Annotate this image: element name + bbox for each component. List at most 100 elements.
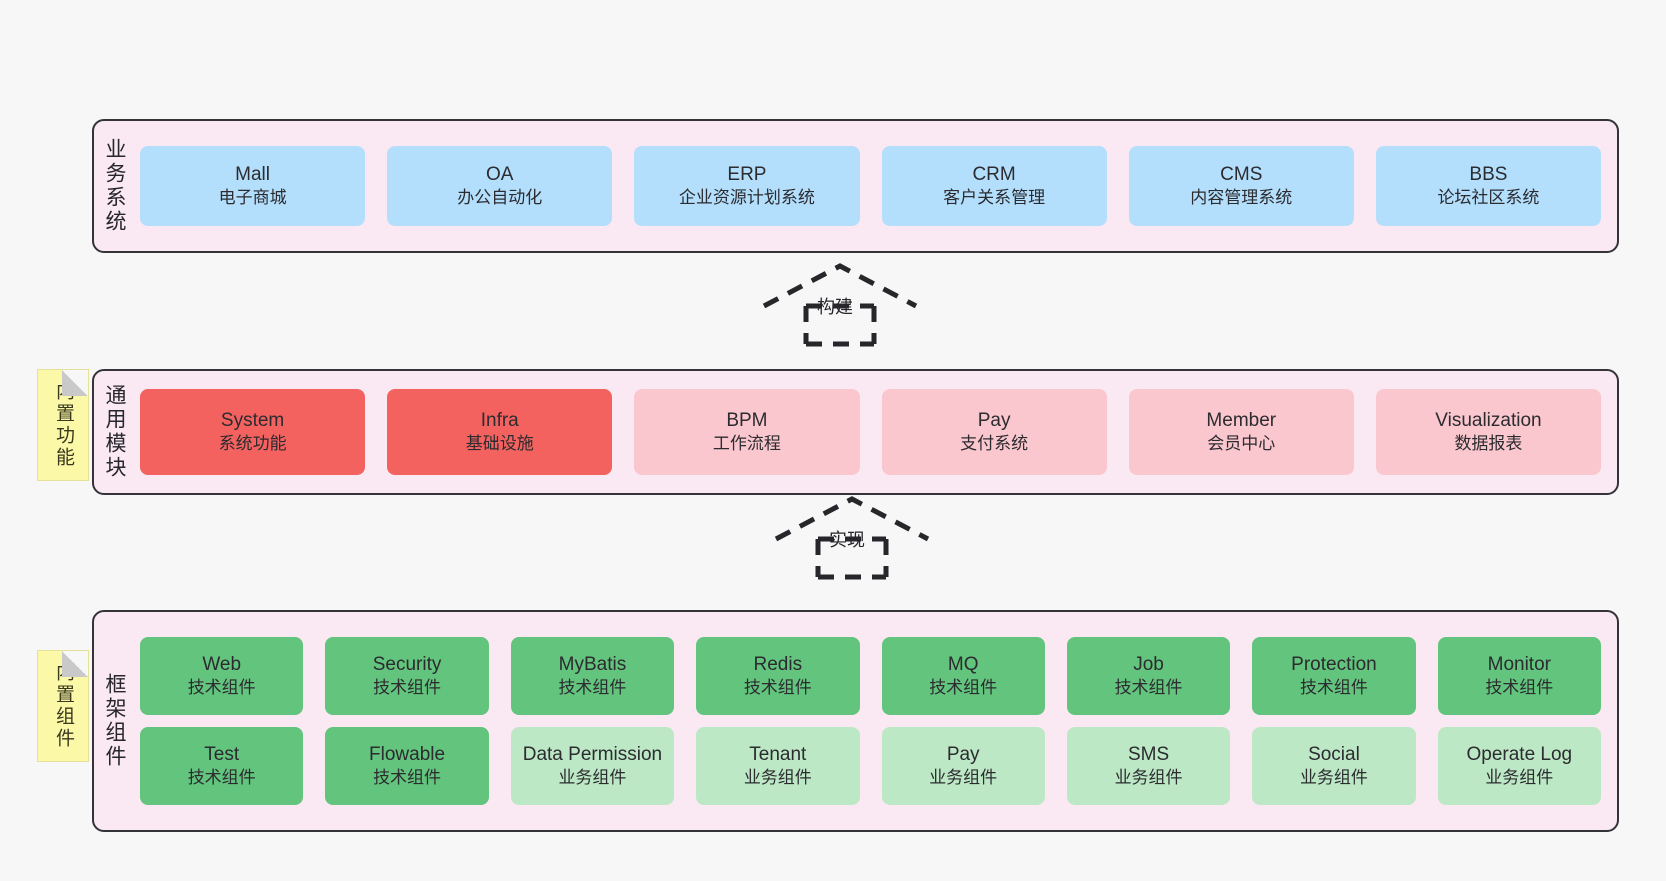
framework-component-card-desc: 技术组件 [743,678,812,698]
business-system-card[interactable]: Mall 电子商城 [140,146,366,226]
common-module-card-desc: 基础设施 [465,434,534,454]
framework-component-card-desc: 技术组件 [187,678,256,698]
framework-component-card-name: Flowable [369,743,446,765]
business-system-card-name: CRM [972,163,1016,185]
framework-component-card-name: Data Permission [522,743,663,765]
framework-component-card-desc: 技术组件 [1299,678,1368,698]
business-system-card-desc: 企业资源计划系统 [678,188,815,208]
framework-component-card-name: Job [1133,653,1164,675]
framework-component-card-name: Test [204,743,240,765]
business-system-card-name: ERP [727,163,767,185]
business-system-card-name: BBS [1469,163,1508,185]
common-module-card-name: Member [1206,409,1277,431]
business-system-card-desc: 电子商城 [218,188,287,208]
business-system-card-desc: 办公自动化 [457,188,543,208]
framework-component-card-desc: 技术组件 [929,678,998,698]
framework-component-card-name: Monitor [1487,653,1551,675]
common-module-card-name: Visualization [1435,409,1542,431]
business-system-card[interactable]: BBS 论坛社区系统 [1375,146,1602,226]
framework-component-card-name: MQ [947,653,979,675]
business-system-card[interactable]: ERP 企业资源计划系统 [634,146,860,226]
common-module-card-desc: 会员中心 [1207,434,1276,454]
build-arrow-shaft [803,306,877,347]
framework-component-card[interactable]: Tenant 业务组件 [696,727,860,805]
note-fold-corner-icon [62,651,88,677]
business-system-card[interactable]: CMS 内容管理系统 [1128,146,1354,226]
build-arrow-label: 构建 [817,297,853,317]
builtin-component-note-label: 内置组件 [52,662,74,750]
business-system-card-desc: 客户关系管理 [943,188,1046,208]
framework-component-card[interactable]: Web 技术组件 [140,637,304,715]
common-module-card-desc: 系统功能 [218,434,287,454]
builtin-function-note-label: 内置功能 [52,381,74,469]
framework-component-card-desc: 技术组件 [558,678,627,698]
common-module-card-name: BPM [726,409,768,431]
build-generalization-arrow: 构建 [760,262,920,347]
implement-arrow-head [774,496,930,542]
framework-component-card[interactable]: Protection 技术组件 [1252,637,1416,715]
framework-component-card-desc: 业务组件 [743,768,812,788]
business-system-card[interactable]: CRM 客户关系管理 [881,146,1107,226]
framework-component-card[interactable]: Redis 技术组件 [696,637,860,715]
business-system-card-name: Mall [235,163,270,185]
framework-component-card-name: Security [372,653,442,675]
framework-component-card-name: Social [1308,743,1360,765]
implement-arrow-label: 实现 [829,530,865,550]
framework-component-card[interactable]: Social 业务组件 [1252,727,1416,805]
framework-component-card[interactable]: MQ 技术组件 [881,637,1045,715]
framework-component-card-name: Operate Log [1466,743,1573,765]
implement-arrow-shaft [815,539,889,580]
framework-component-card[interactable]: Pay 业务组件 [881,727,1045,805]
module-layer-label: 通用模块 [103,384,127,480]
common-module-card-name: Infra [480,409,519,431]
framework-component-card-name: Tenant [749,743,807,765]
framework-component-card-desc: 业务组件 [558,768,627,788]
builtin-function-note: 内置功能 [37,369,89,481]
common-module-card[interactable]: Infra 基础设施 [387,389,613,475]
framework-component-card-desc: 技术组件 [1485,678,1554,698]
common-module-card[interactable]: Member 会员中心 [1128,389,1354,475]
framework-component-card[interactable]: Security 技术组件 [325,637,489,715]
business-system-card-name: CMS [1220,163,1263,185]
business-system-card-desc: 内容管理系统 [1190,188,1293,208]
framework-component-card-desc: 业务组件 [1299,768,1368,788]
build-arrow-head [762,263,918,309]
framework-component-card[interactable]: Flowable 技术组件 [325,727,489,805]
implement-generalization-arrow: 实现 [772,495,932,580]
framework-component-card[interactable]: Data Permission 业务组件 [510,727,675,805]
framework-component-card[interactable]: MyBatis 技术组件 [510,637,675,715]
common-module-card-desc: 支付系统 [960,434,1029,454]
framework-layer-label: 框架组件 [103,673,127,769]
framework-component-card[interactable]: Job 技术组件 [1066,637,1231,715]
framework-component-card-name: Redis [753,653,803,675]
framework-component-card-desc: 业务组件 [929,768,998,788]
framework-component-card-name: Pay [946,743,980,765]
framework-component-card-name: MyBatis [558,653,627,675]
framework-component-card[interactable]: Monitor 技术组件 [1437,637,1601,715]
framework-component-card-name: Web [202,653,242,675]
note-fold-corner-icon [62,370,88,396]
framework-component-card-desc: 技术组件 [373,678,442,698]
framework-component-card-name: Protection [1291,653,1377,675]
business-system-card-desc: 论坛社区系统 [1437,188,1540,208]
framework-component-card-desc: 技术组件 [373,768,442,788]
framework-component-card-desc: 技术组件 [1114,678,1183,698]
